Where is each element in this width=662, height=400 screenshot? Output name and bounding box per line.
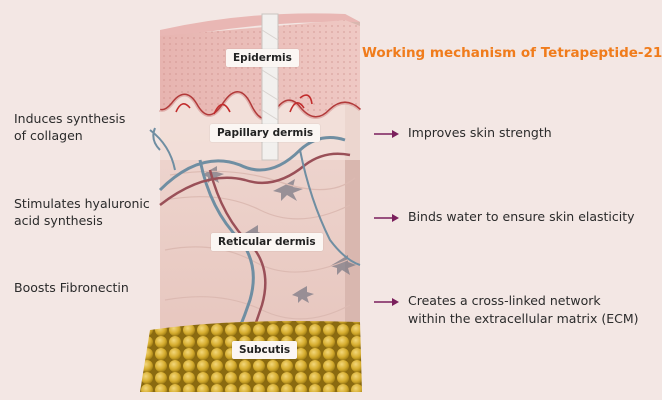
- capillaries: [175, 94, 313, 115]
- diagram-title: Working mechanism of Tetrapeptide-21: [362, 45, 662, 61]
- skin-cross-section-illustration: [140, 13, 362, 392]
- arrow-right-icon: [374, 298, 399, 306]
- right-label-strength: Improves skin strength: [408, 125, 552, 140]
- right-label-ecm: Creates a cross-linked network within th…: [408, 293, 639, 326]
- vessel-branch: [149, 127, 361, 266]
- epidermis-texture: [160, 20, 360, 120]
- left-label-collagen: Induces synthesis of collagen: [14, 111, 126, 143]
- right-row-strength: Improves skin strength: [374, 124, 658, 142]
- left-label-fibronectin: Boosts Fibronectin: [14, 280, 129, 295]
- right-label-water: Binds water to ensure skin elasticity: [408, 209, 635, 224]
- arrow-right-icon: [374, 214, 399, 222]
- right-row-water: Binds water to ensure skin elasticity: [374, 208, 658, 226]
- arrow-right-icon: [374, 130, 399, 138]
- label-epidermis: Epidermis: [226, 49, 299, 67]
- label-reticular-dermis: Reticular dermis: [211, 233, 323, 251]
- epidermis-top-surface: [160, 13, 360, 40]
- label-subcutis: Subcutis: [232, 341, 298, 359]
- label-papillary-dermis: Papillary dermis: [210, 124, 321, 142]
- left-label-hyaluronic: Stimulates hyaluronic acid synthesis: [14, 196, 150, 228]
- right-row-ecm: Creates a cross-linked network within th…: [374, 292, 658, 328]
